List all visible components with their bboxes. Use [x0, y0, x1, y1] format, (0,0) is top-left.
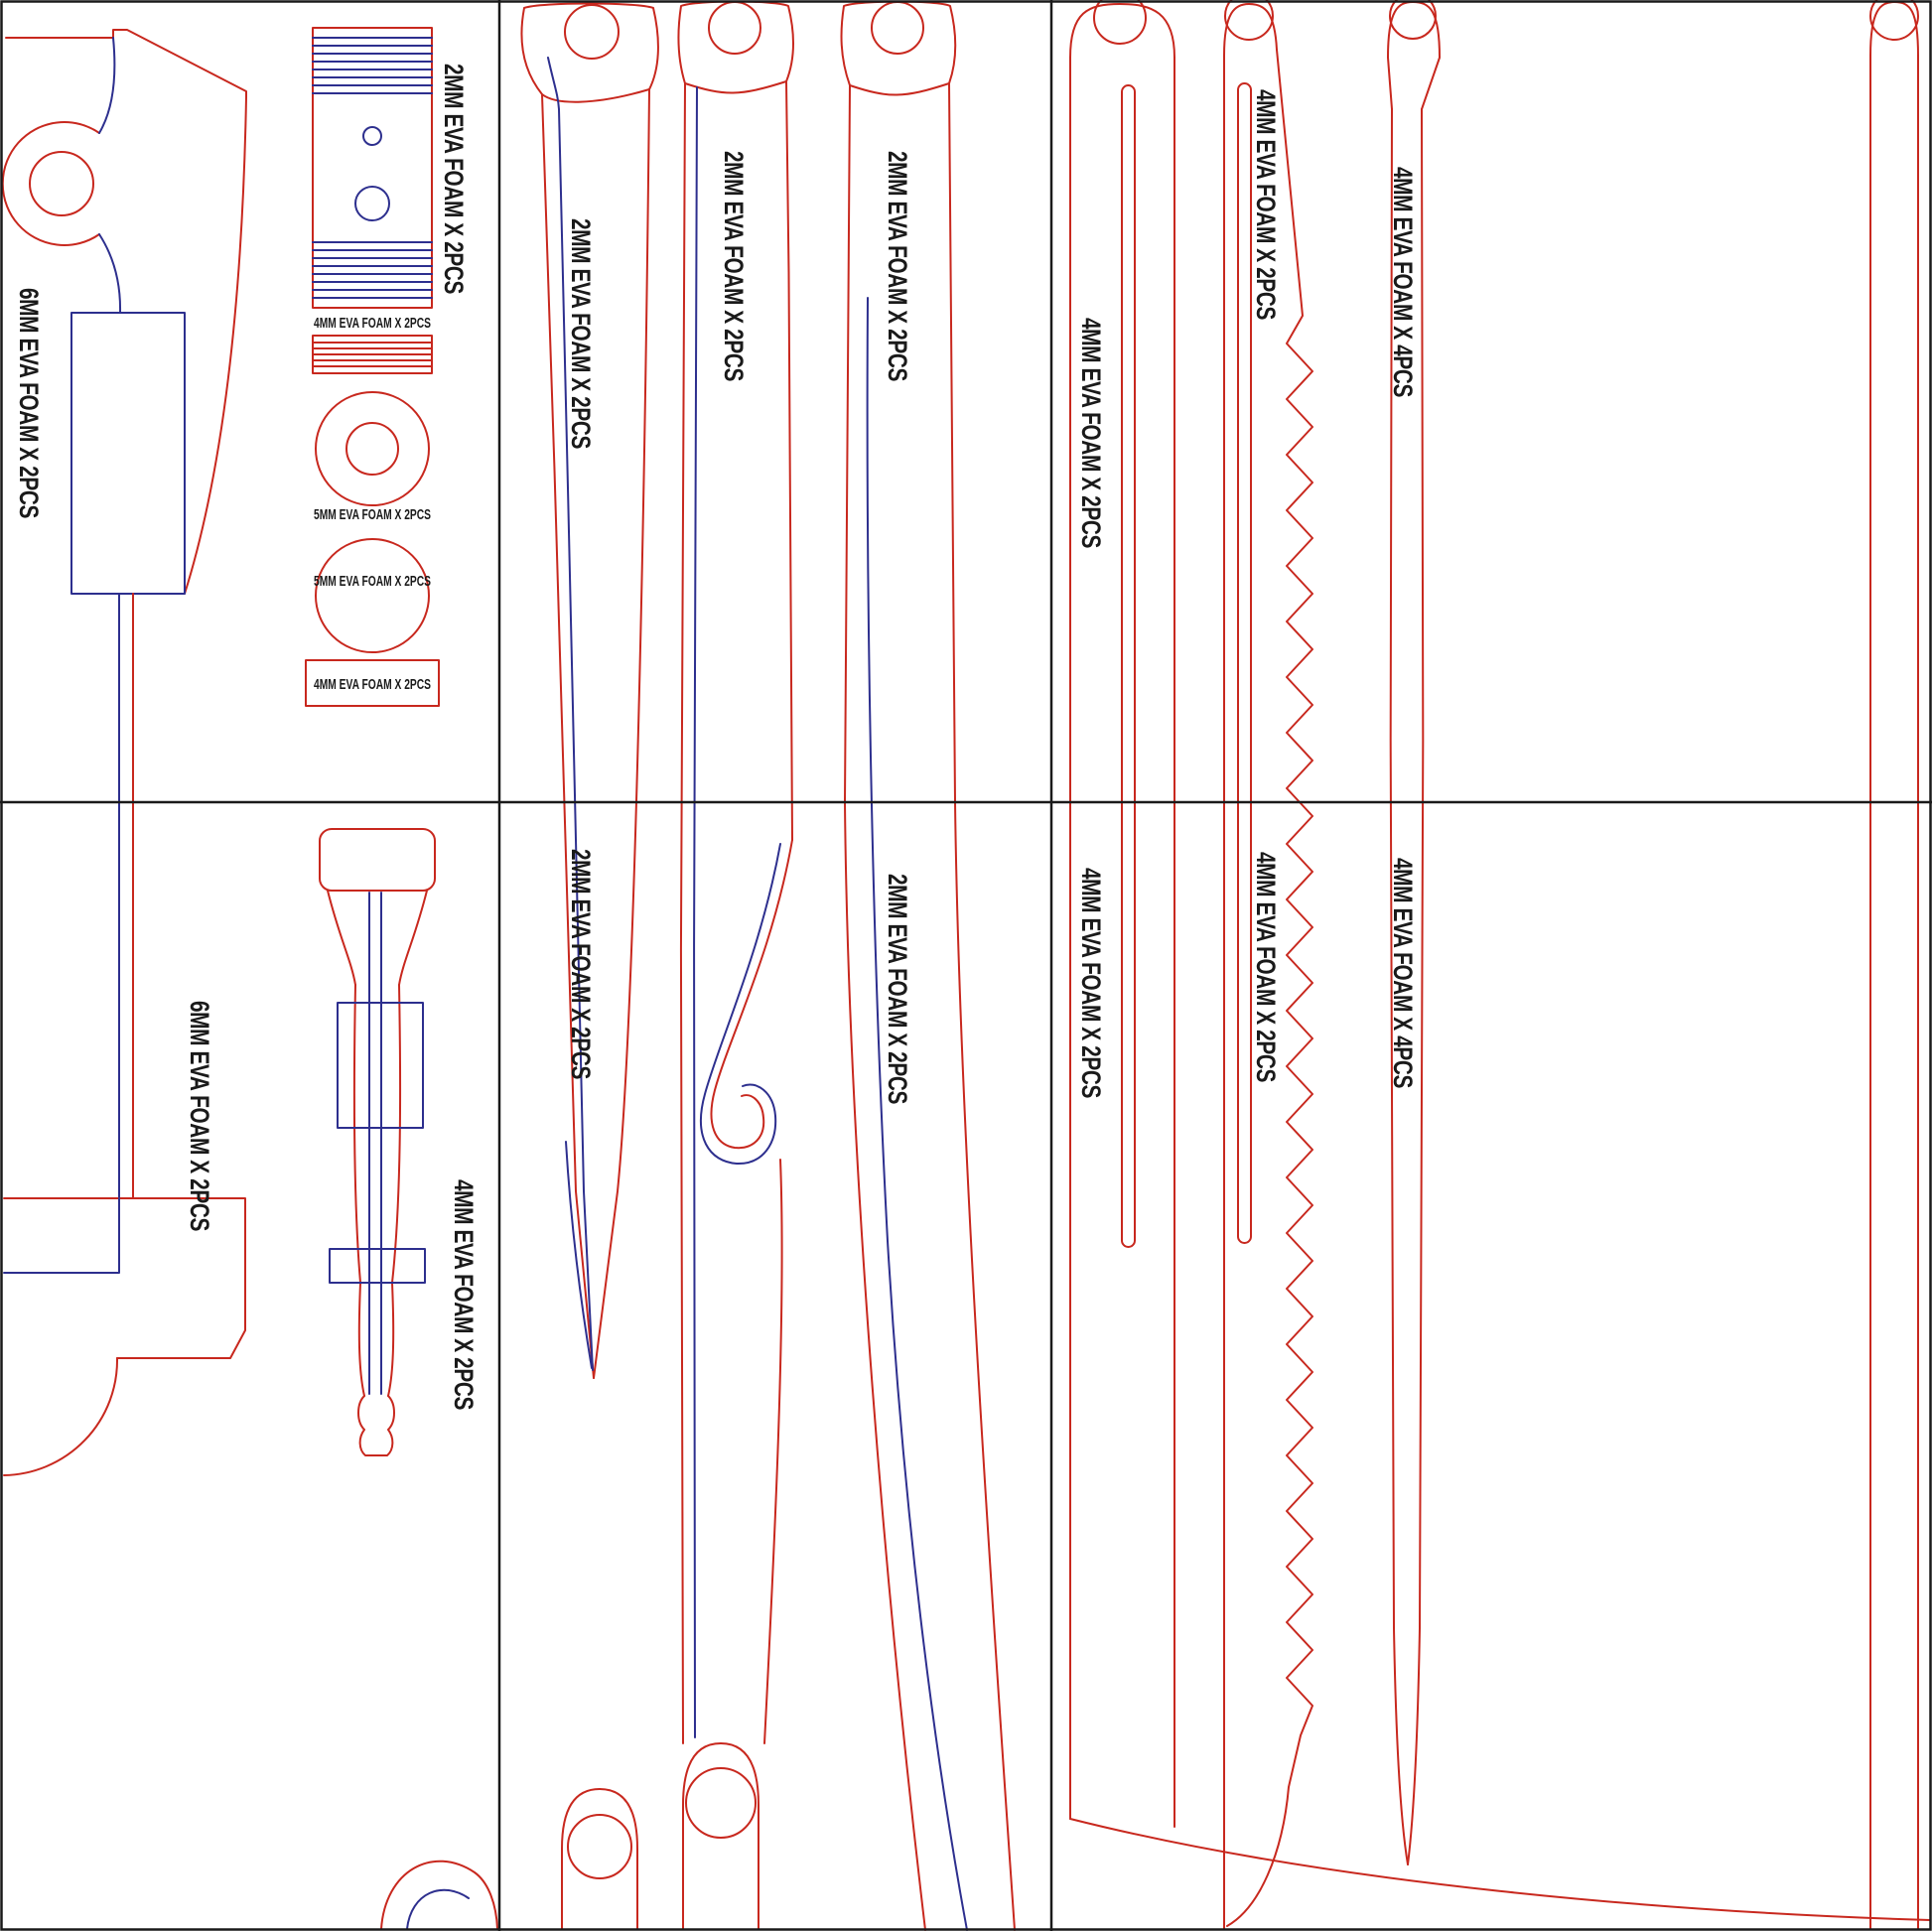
zigzag-strip-hole	[1224, 0, 1274, 41]
blade-layer-1-pivot-hole	[564, 4, 620, 60]
piece-handle-a-pivot-hole	[29, 151, 94, 216]
pommel-insert-cap	[319, 828, 436, 892]
label-blade-layer-2: 2MM EVA FOAM X 2PCS	[719, 151, 749, 381]
slotted-strip-slot	[1121, 84, 1136, 1248]
blade-layer-2-hook-red	[710, 839, 793, 1150]
edge-strip-cap	[1869, 1, 1919, 57]
blade-layer-3-pivot-hole	[871, 1, 924, 55]
slotted-strip-hole	[1093, 0, 1147, 45]
blade-layer-2-right-edge-upper	[785, 80, 793, 841]
label-handle-b: 6MM EVA FOAM X 2PCS	[185, 1001, 214, 1231]
grip-wrap-stripes-top	[312, 37, 433, 94]
label-pommel-insert: 4MM EVA FOAM X 2PCS	[449, 1179, 479, 1410]
pommel-insert-inner-lines	[368, 892, 382, 1395]
bottom-sweep-curve	[1069, 1818, 1931, 1921]
plain-strip-cap	[1387, 1, 1441, 110]
plain-strip-left-edge	[1389, 108, 1409, 1865]
blade-layer-1-tip-bevel	[565, 1141, 593, 1369]
label-stripe-strip: 4MM EVA FOAM X 2PCS	[314, 316, 431, 332]
piece-washer-outer	[315, 391, 430, 506]
panel-bottom-left: 6MM EVA FOAM X 2PCS 4MM EVA FOAM X 2PCS	[3, 828, 498, 1930]
blade-layer-2-pivot-hole	[708, 1, 761, 55]
pivot-lobe-a-hole	[567, 1814, 632, 1879]
label-slotted-strip: 4MM EVA FOAM X 2PCS	[1076, 318, 1106, 548]
pommel-insert-knob	[357, 1395, 395, 1456]
pivot-lobe-a-outline	[561, 1788, 638, 1930]
grip-wrap-hole-small	[362, 126, 382, 146]
pommel-insert-inner-band	[329, 1248, 426, 1284]
grip-wrap-stripes-bottom	[312, 241, 433, 299]
piece-washer-inner	[345, 422, 399, 476]
blade-layer-2-lobe	[677, 0, 795, 94]
pommel-insert-body	[352, 984, 402, 1284]
piece-handle-a-inner-curve-bottom	[98, 233, 122, 314]
panel-right-column: 4MM EVA FOAM X 2PCS 4MM EVA FOAM X 2PCS …	[1069, 0, 1931, 1930]
label-blade-layer-1: 2MM EVA FOAM X 2PCS	[566, 218, 596, 449]
blade-layer-2-inner-line	[692, 86, 698, 1738]
blade-layer-2-left-edge	[679, 82, 686, 1744]
label-blade-layer-3-cont: 2MM EVA FOAM X 2PCS	[883, 874, 912, 1104]
label-zigzag-strip-cont: 4MM EVA FOAM X 2PCS	[1251, 852, 1281, 1082]
piece-handle-a-outline	[5, 29, 247, 595]
corner-arc-blue	[406, 1888, 470, 1930]
zigzag-strip-teeth	[1226, 49, 1313, 1927]
panel-middle-column: 2MM EVA FOAM X 2PCS 2MM EVA FOAM X 2PCS …	[520, 0, 1016, 1931]
piece-handle-b-inner-rect	[3, 1197, 120, 1274]
piece-handle-b-flare-arc	[3, 1357, 119, 1476]
label-grip-wrap: 2MM EVA FOAM X 2PCS	[439, 64, 469, 294]
plain-strip-hole	[1389, 0, 1437, 40]
piece-spacer-rect	[305, 659, 440, 707]
piece-grip-wrap-outline	[312, 27, 433, 309]
grip-wrap-hole-large	[354, 186, 390, 221]
blade-layer-3-right-edge	[948, 82, 1016, 1931]
panel-top-left: 6MM EVA FOAM X 2PCS 2MM EVA FOAM X 2PCS …	[1, 27, 469, 1199]
label-blade-layer-3: 2MM EVA FOAM X 2PCS	[883, 151, 912, 381]
blade-layer-1-right-edge	[593, 88, 650, 1379]
pivot-lobe-b-hole	[685, 1767, 757, 1839]
piece-disc	[315, 538, 430, 653]
label-plain-strip-cont: 4MM EVA FOAM X 4PCS	[1388, 858, 1418, 1088]
stripe-strip-lines	[312, 342, 433, 367]
label-blade-layer-1-cont: 2MM EVA FOAM X 2PCS	[566, 849, 596, 1079]
blade-layer-1-bevel-line	[547, 57, 594, 1371]
label-disc: 5MM EVA FOAM X 2PCS	[314, 574, 431, 590]
corner-arc-red	[380, 1860, 498, 1930]
blade-layer-1-left-edge	[541, 93, 595, 1379]
blade-layer-3-bevel-line	[866, 297, 968, 1931]
pivot-lobe-b-outline	[682, 1742, 759, 1930]
label-plain-strip: 4MM EVA FOAM X 4PCS	[1388, 167, 1418, 397]
piece-handle-a-inner-curve-top	[98, 37, 116, 134]
pommel-insert-inner-rect	[337, 1002, 424, 1129]
label-washer: 5MM EVA FOAM X 2PCS	[314, 507, 431, 523]
label-spacer-rect: 4MM EVA FOAM X 2PCS	[314, 677, 431, 693]
blade-layer-2-hook-blue	[700, 843, 781, 1166]
piece-handle-a-inner-rect	[70, 312, 186, 595]
pommel-insert-shoulders	[327, 890, 428, 986]
label-handle-a: 6MM EVA FOAM X 2PCS	[14, 288, 44, 518]
piece-handle-b-outline	[3, 1197, 246, 1359]
plain-strip-right-edge	[1407, 108, 1425, 1865]
label-slotted-strip-cont: 4MM EVA FOAM X 2PCS	[1076, 868, 1106, 1098]
slotted-strip-cap	[1069, 3, 1175, 59]
zigzag-strip-slot	[1237, 82, 1252, 1244]
label-zigzag-strip: 4MM EVA FOAM X 2PCS	[1251, 89, 1281, 320]
blade-layer-3-lobe	[840, 0, 957, 96]
blade-layer-2-right-edge-lower	[763, 1159, 783, 1744]
pommel-insert-stem	[357, 1282, 395, 1397]
piece-handle-a-latch-hook	[1, 121, 100, 246]
edge-strip-hole	[1869, 0, 1919, 41]
blade-layer-1-lobe	[520, 2, 659, 103]
